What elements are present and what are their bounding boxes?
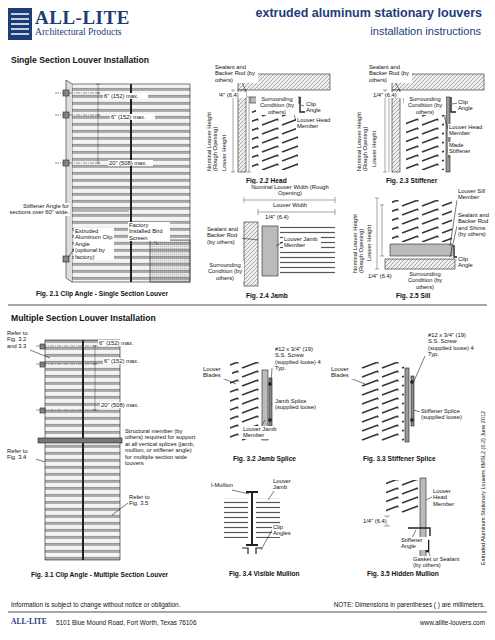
annotation-label: Stiffener Splice (supplied loose): [420, 408, 472, 421]
brand-tagline: Architectural Products: [35, 27, 159, 38]
annotation-label: 20" (508) max.: [108, 160, 153, 166]
annotation-label: Sealant and Backer Rod (by others): [214, 64, 258, 83]
annotation-label: Nominal Louver Height (Rough Opening): [206, 92, 219, 172]
annotation-label: 20" (508) max.: [100, 402, 146, 408]
annotation-label: I-Mullion: [210, 482, 240, 488]
annotation-label: Surrounding Condition (by others): [256, 96, 298, 115]
figure-caption: Fig. 2.1 Clip Angle - Single Section Lou…: [35, 290, 205, 297]
figure-caption: Fig. 3.4 Visible Mullion: [228, 570, 338, 577]
logo-block: ALL-LITEArchitectural Products: [35, 8, 159, 38]
annotation-label: Stiffener Angle: [400, 537, 428, 550]
figure-caption: Fig. 2.5 Sill: [395, 292, 465, 299]
annotation-label: Clip Angle: [305, 101, 331, 114]
annotation-label: Gasket or Sealant (by others): [412, 556, 468, 569]
annotation-label: Clip Angles: [272, 524, 300, 537]
annotation-label: 1/4" (6.4): [372, 92, 404, 98]
figure-caption: Fig. 2.4 Jamb: [245, 292, 315, 299]
annotation-label: Louver Blades: [330, 366, 360, 379]
annotation-label: #12 x 3/4" (19) S.S. Screw (supplied loo…: [274, 346, 326, 372]
figure-caption: Fig. 3.3 Stiffener Splice: [362, 455, 472, 462]
annotation-label: 6" (152) max.: [103, 93, 148, 99]
annotation-label: Extruded Aluminum Clip Angle (optional b…: [74, 228, 114, 260]
annotation-label: Structural member (by others) required f…: [124, 428, 198, 467]
document-code: Extruded Aluminum Stationary Louvers IIM…: [480, 346, 486, 566]
annotation-label: Refer to Fig. 3.4: [6, 448, 36, 461]
annotation-label: 6" (152) max.: [98, 340, 144, 346]
figure-caption: Fig. 3.2 Jamb Splice: [232, 455, 332, 462]
annotation-label: Jamb Splice (supplied loose): [274, 398, 320, 411]
annotation-label: Made Stiffener: [448, 142, 480, 155]
page-title: extruded aluminum stationary louvers: [236, 6, 482, 20]
annotation-label: Louver Head Member: [432, 488, 464, 507]
footer-text: Information is subject to change without…: [10, 601, 260, 608]
annotation-label: Clip Angle: [457, 99, 483, 112]
annotation-label: Factory Installed Bird Screen: [128, 222, 170, 241]
footer-text: NOTE: Dimensions in parentheses ( ) are …: [270, 601, 486, 608]
annotation-label: Louver Head Member: [296, 117, 336, 130]
annotation-label: 1/4" (6.4): [367, 273, 397, 279]
annotation-label: 1/4" (6.4): [264, 214, 296, 220]
annotation-label: Surrounding Condition (by others): [206, 262, 244, 281]
annotation-label: Louver Jamb: [272, 478, 300, 491]
annotation-label: Nominal Louver Height (Rough Opening): [352, 194, 365, 274]
page-subtitle: installation instructions: [300, 25, 482, 37]
footer-text: www.allite-louvers.com: [320, 619, 486, 626]
annotation-label: Clip Angle: [457, 256, 485, 269]
annotation-label: Louver Jamb Member: [283, 236, 321, 249]
figure-caption: Fig. 2.3 Stiffener: [385, 177, 475, 184]
figure-caption: Fig. 3.1 Clip Angle - Multiple Section L…: [30, 571, 210, 578]
annotation-label: 6" (152) max.: [110, 114, 155, 120]
annotation-label: Nominal Louver Width (Rough Opening): [248, 184, 332, 197]
annotation-label: Sealant and Backer Rod (by others): [368, 64, 412, 83]
annotation-label: Surrounding Condition (by others): [404, 96, 446, 115]
annotation-label: Louver Height: [221, 112, 227, 172]
annotation-label: Refer to Fig. 3.5: [128, 494, 160, 507]
section-heading: Single Section Louver Installation: [10, 56, 210, 66]
section-heading: Multiple Section Louver Installation: [10, 314, 210, 324]
annotation-label: Louver Jamb Member: [242, 426, 280, 439]
annotation-label: Nominal Louver Height (Rough Opening): [356, 92, 369, 172]
annotation-label: 1/4" (6.4): [362, 518, 388, 524]
annotation-label: Refer to Fig. 3.2 and 3.3: [6, 330, 36, 349]
annotation-label: Louver Width: [266, 202, 314, 208]
annotation-label: Stiffener Angle for sections over 60" wi…: [6, 203, 70, 216]
annotation-label: Louver Height: [371, 112, 377, 168]
brand-name: ALL-LITE: [35, 8, 159, 27]
annotation-label: Louver Sill Member: [457, 188, 491, 201]
figure-caption: Fig. 3.5 Hidden Mullion: [366, 570, 476, 577]
annotation-label: Sealant and Backer Rod and Shims (by oth…: [457, 212, 493, 238]
annotation-label: Surrounding Condition (by others): [400, 271, 450, 290]
annotation-label: Louver Blades: [202, 366, 232, 379]
annotation-label: Sealant and Backer Rod (by others): [206, 226, 242, 245]
annotation-label: #12 x 3/4" (19) S.S. Screw (supplied loo…: [427, 332, 479, 358]
annotation-label: Louver Height: [366, 206, 372, 262]
footer-text: 5101 Blue Mound Road, Fort Worth, Texas …: [55, 619, 255, 626]
annotation-label: Louver Head Member: [448, 124, 486, 137]
annotation-label: 6" (152) max.: [103, 358, 149, 364]
footer-brand: ALL-LITE: [10, 618, 52, 626]
